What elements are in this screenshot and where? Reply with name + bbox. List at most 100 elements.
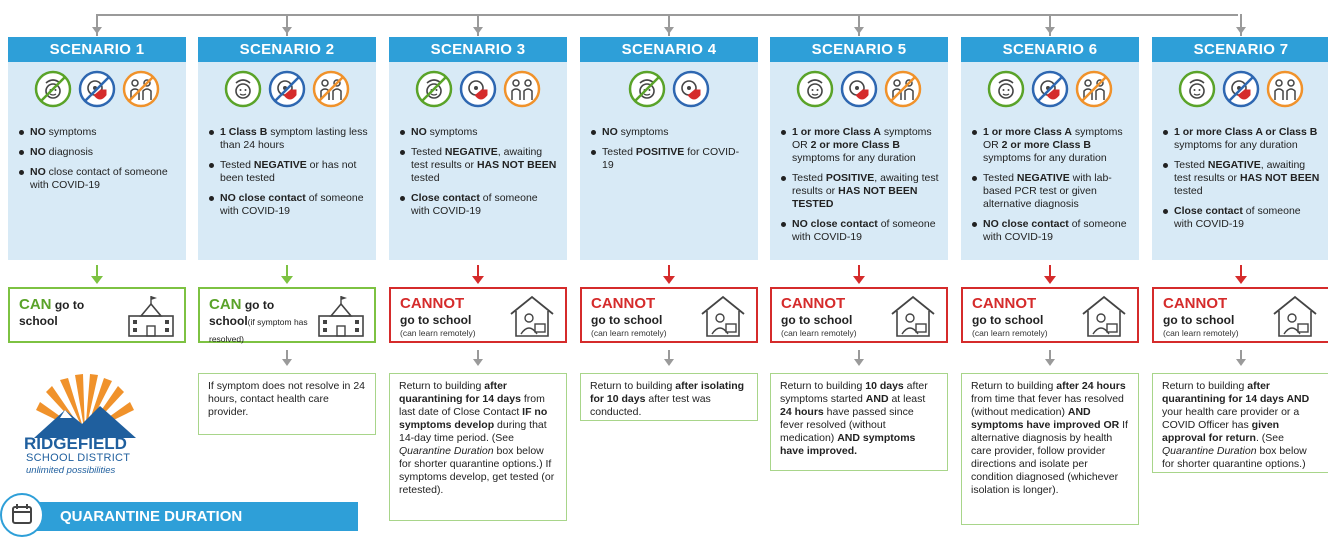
connector-arrowhead bbox=[1236, 27, 1246, 34]
decision-arrow bbox=[96, 265, 98, 277]
decision-arrowhead bbox=[472, 276, 484, 284]
criteria-item: NO symptoms bbox=[591, 126, 750, 139]
decision-status: CANNOT bbox=[781, 295, 846, 312]
criteria-item: NO symptoms bbox=[19, 126, 178, 139]
criteria-list: 1 or more Class A symptoms OR 2 or more … bbox=[961, 114, 1139, 244]
criteria-text: or has not been tested bbox=[220, 159, 357, 184]
decision-status: CAN bbox=[209, 296, 242, 313]
criteria-text: symptom lasting less than 24 hours bbox=[220, 126, 368, 151]
criteria-item: NO close contact of someone with COVID-1… bbox=[19, 166, 178, 192]
criteria-emphasis: NO close contact bbox=[983, 218, 1069, 230]
criteria-list: 1 Class B symptom lasting less than 24 h… bbox=[198, 114, 376, 218]
guidance-text: your health care provider or a COVID Off… bbox=[1162, 406, 1300, 431]
close-contact-icon-crossed bbox=[1075, 70, 1113, 108]
criteria-emphasis: HAS NOT BEEN bbox=[476, 159, 557, 171]
guidance-text: box below for shorter quarantine options… bbox=[399, 445, 555, 496]
info-arrow bbox=[1240, 350, 1242, 360]
guidance-emphasis: 24 hours bbox=[780, 406, 824, 418]
close-contact-icon bbox=[503, 70, 541, 108]
scenario-icons bbox=[8, 62, 186, 114]
remote-learning-house-icon bbox=[701, 295, 745, 337]
criteria-item: Tested POSITIVE for COVID-19 bbox=[591, 146, 750, 172]
guidance-text: Return to building bbox=[971, 380, 1057, 392]
criteria-text: symptoms OR bbox=[983, 126, 1123, 151]
criteria-emphasis: Close contact bbox=[411, 192, 480, 204]
virus-shield-icon bbox=[840, 70, 878, 108]
decision-status: CANNOT bbox=[400, 295, 465, 312]
criteria-emphasis: 2 or more Class B bbox=[810, 139, 900, 151]
decision-status: CANNOT bbox=[1163, 295, 1228, 312]
decision-note: (can learn remotely) bbox=[400, 328, 476, 338]
guidance-text: . (See bbox=[1255, 432, 1284, 444]
scenario-title: SCENARIO 7 bbox=[1152, 37, 1328, 62]
decision-arrow bbox=[477, 265, 479, 277]
logo-subtitle: SCHOOL DISTRICT bbox=[26, 452, 131, 464]
connector-arrowhead bbox=[282, 27, 292, 34]
symptoms-face-icon bbox=[987, 70, 1025, 108]
decision-box: CAN go to school bbox=[8, 287, 186, 343]
close-contact-icon-crossed bbox=[312, 70, 350, 108]
decision-arrowhead bbox=[281, 276, 293, 284]
remote-learning-house-icon bbox=[1273, 295, 1317, 337]
decision-status: CANNOT bbox=[972, 295, 1037, 312]
criteria-emphasis: NEGATIVE bbox=[1207, 159, 1261, 171]
criteria-text: of someone with COVID-19 bbox=[411, 192, 538, 217]
criteria-item: Close contact of someone with COVID-19 bbox=[400, 192, 559, 218]
criteria-text: tested bbox=[1174, 185, 1203, 197]
decision-action: go to school bbox=[209, 298, 275, 328]
connector-drop bbox=[1240, 14, 1242, 36]
criteria-item: Tested NEGATIVE, awaiting test results o… bbox=[400, 146, 559, 185]
guidance-text: Return to building bbox=[590, 380, 676, 392]
criteria-emphasis: 1 Class B bbox=[220, 126, 268, 138]
connector-drop bbox=[858, 14, 860, 36]
guidance-emphasis: AND bbox=[865, 393, 889, 405]
criteria-emphasis: 1 or more Class A or Class B bbox=[1174, 126, 1318, 138]
scenario-icons bbox=[961, 62, 1139, 114]
remote-learning-house-icon bbox=[891, 295, 935, 337]
guidance-text: at least bbox=[888, 393, 926, 405]
criteria-emphasis: NO bbox=[602, 126, 618, 138]
decision-arrowhead bbox=[1235, 276, 1247, 284]
criteria-item: NO close contact of someone with COVID-1… bbox=[972, 218, 1131, 244]
guidance-emphasis: IF no symptoms develop bbox=[399, 406, 548, 431]
calendar-icon bbox=[0, 493, 44, 537]
info-arrowhead bbox=[1045, 359, 1055, 366]
connector-drop bbox=[96, 14, 98, 36]
decision-arrowhead bbox=[663, 276, 675, 284]
criteria-text: Tested bbox=[792, 172, 826, 184]
guidance-text: Return to building bbox=[780, 380, 866, 392]
criteria-item: Close contact of someone with COVID-19 bbox=[1163, 205, 1322, 231]
info-arrow bbox=[477, 350, 479, 360]
return-guidance-box: Return to building after quarantining fo… bbox=[389, 373, 567, 521]
close-contact-icon bbox=[1266, 70, 1304, 108]
remote-learning-house-icon bbox=[510, 295, 554, 337]
criteria-text: , awaiting test results or bbox=[792, 172, 939, 197]
symptoms-face-icon-crossed bbox=[34, 70, 72, 108]
guidance-text: have passed since fever resolved (withou… bbox=[780, 406, 914, 444]
criteria-item: NO close contact of someone with COVID-1… bbox=[781, 218, 940, 244]
decision-status: CAN bbox=[19, 296, 52, 313]
criteria-emphasis: POSITIVE bbox=[825, 172, 875, 184]
connector-drop bbox=[1049, 14, 1051, 36]
guidance-text: during that 14-day time period. (See bbox=[399, 419, 547, 444]
criteria-text: of someone with COVID-19 bbox=[220, 192, 364, 217]
criteria-text: symptoms bbox=[426, 126, 478, 138]
guidance-emphasis: AND symptoms have improved OR bbox=[971, 406, 1120, 431]
scenario-title: SCENARIO 4 bbox=[580, 37, 758, 62]
guidance-text: If symptom does not resolve in 24 hours,… bbox=[208, 380, 365, 418]
guidance-emphasis: after quarantining for 14 days AND bbox=[1162, 380, 1310, 405]
criteria-text: symptoms for any duration bbox=[1174, 139, 1298, 151]
quarantine-duration-bar[interactable]: QUARANTINE DURATION bbox=[28, 502, 358, 531]
criteria-text: of someone with COVID-19 bbox=[983, 218, 1127, 243]
criteria-text: Tested bbox=[411, 146, 445, 158]
district-logo: RIDGEFIELD SCHOOL DISTRICT unlimited pos… bbox=[20, 372, 150, 477]
guidance-emphasis: 10 days bbox=[865, 380, 904, 392]
